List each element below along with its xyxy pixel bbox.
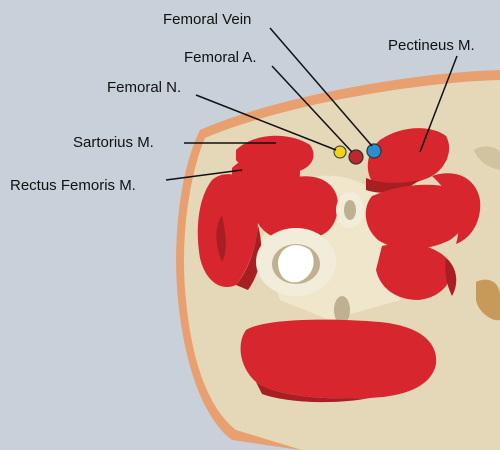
muscle-shadow-1 [236, 225, 262, 290]
vastus-lateralis-muscle [197, 174, 259, 287]
vastus-medialis-muscle [291, 176, 338, 237]
hamstring-muscle [240, 319, 437, 399]
label-rectus-femoris: Rectus Femoris M. [10, 177, 136, 194]
label-femoral-vein: Femoral Vein [163, 11, 252, 28]
gracilis-region [476, 279, 500, 321]
muscle-shadow-2 [216, 215, 226, 262]
leader-line-femoral-artery [271, 65, 353, 153]
pectineus-muscle [367, 128, 450, 187]
leader-line-pectineus [419, 55, 458, 153]
hamstring-shadow [256, 382, 370, 403]
label-femoral-nerve: Femoral N. [107, 79, 182, 96]
femoral-nerve-structure [333, 145, 347, 159]
bone-detail-1 [344, 200, 356, 220]
leader-line-femoral-vein [269, 27, 373, 147]
femoral-artery-structure [348, 149, 364, 165]
adductor-magnus-muscle [432, 173, 481, 244]
adductor-longus-muscle [365, 184, 469, 249]
leader-line-femoral-nerve [195, 94, 337, 151]
femur-inner [278, 245, 314, 283]
label-sartorius: Sartorius M. [73, 134, 154, 151]
femoral-vein-structure [366, 143, 382, 159]
adductor-brevis-muscle [376, 243, 452, 300]
vessel-region-right [474, 146, 500, 170]
label-femoral-artery: Femoral A. [184, 49, 257, 66]
leader-line-rectus-femoris [165, 169, 243, 181]
label-pectineus: Pectineus M. [388, 37, 475, 54]
bone-detail-2 [334, 296, 350, 324]
pectineus-shadow [366, 178, 420, 193]
adductor-shadow [445, 258, 457, 296]
